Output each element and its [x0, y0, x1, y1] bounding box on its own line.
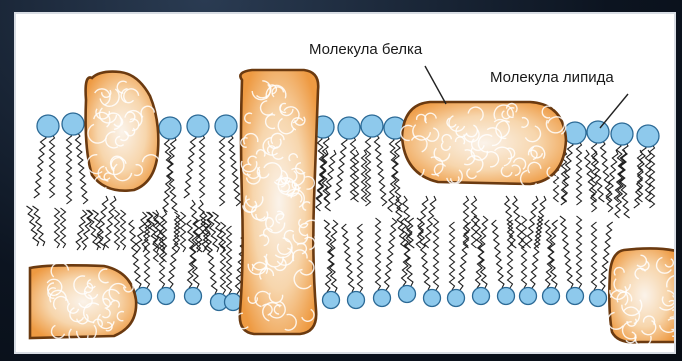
lipid-tail: [385, 218, 397, 290]
lipid-head: [62, 113, 84, 135]
lipid-tail: [614, 150, 626, 202]
lipid-tail: [472, 196, 477, 248]
lipid-head: [348, 292, 365, 309]
lipid-tail: [121, 210, 126, 250]
lipid-tail: [335, 136, 347, 200]
lipid-tail: [165, 136, 178, 212]
lipid-tail: [492, 220, 504, 288]
lipid-tail: [316, 150, 328, 202]
lipid-head: [473, 288, 490, 305]
lipid-head: [399, 286, 416, 303]
lipid-tail: [424, 196, 436, 248]
lipid-tail: [187, 220, 199, 288]
lipid-tail: [324, 150, 336, 202]
lipid-tail: [434, 218, 439, 290]
lipid-tail: [577, 141, 582, 205]
lipid-head: [590, 290, 607, 307]
lipid-head: [185, 288, 202, 305]
lipid-tail: [354, 150, 359, 202]
lipid-label: Молекула липида: [490, 69, 614, 86]
lipid-tail: [229, 134, 241, 206]
lipid-head: [520, 288, 537, 305]
protein-pointer-line: [425, 66, 446, 104]
lipid-tail: [390, 136, 403, 212]
lipid-tail: [358, 224, 363, 292]
lipid-tail: [93, 210, 105, 250]
protein-fibril: [673, 283, 682, 299]
lipid-head: [448, 290, 465, 307]
lipid-tail: [522, 216, 527, 288]
lipid-tail: [617, 142, 630, 218]
lipid-tail: [476, 216, 488, 288]
lipid-head: [338, 117, 360, 139]
lipid-tail: [200, 134, 205, 198]
lipid-tail: [376, 218, 381, 290]
lipid-tail: [531, 216, 543, 288]
lipid-head: [564, 122, 586, 144]
lipid-head: [587, 121, 609, 143]
lipid-tail: [184, 134, 196, 198]
lipid-head: [361, 115, 383, 137]
lipid-tail: [115, 210, 120, 250]
lipid-tail: [560, 216, 573, 288]
lipid-head: [498, 288, 515, 305]
lipid-head: [225, 294, 242, 311]
lipid-tail: [577, 216, 582, 288]
lipid-tail: [33, 206, 45, 246]
lipid-tail: [34, 134, 46, 198]
lipid-tail: [169, 216, 181, 288]
lipid-tail: [227, 226, 232, 294]
lipid-head: [424, 290, 441, 307]
lipid-tail: [220, 134, 225, 206]
protein-label: Молекула белка: [309, 41, 423, 58]
lipid-tail: [76, 210, 87, 250]
lipid-head: [37, 115, 59, 137]
lipid-tail: [67, 132, 72, 204]
lipid-head: [543, 288, 560, 305]
lipid-head: [187, 115, 209, 137]
lipid-head: [323, 292, 340, 309]
lipid-tail: [104, 196, 116, 248]
lipid-heads-lower-layer: [135, 286, 607, 311]
lipid-tail: [55, 208, 60, 248]
lipid-tail: [129, 220, 141, 288]
lipid-tail: [61, 208, 66, 248]
lipid-head: [637, 125, 659, 147]
lipid-tail: [50, 134, 55, 198]
lipid-tail: [196, 212, 207, 252]
lipid-head: [215, 115, 237, 137]
lipid-tail: [181, 212, 186, 252]
lipid-head: [567, 288, 584, 305]
lipid-head: [159, 117, 181, 139]
lipid-tail: [96, 196, 108, 248]
lipid-tail: [342, 224, 354, 292]
lipid-tail: [326, 220, 338, 292]
lipid-head: [374, 290, 391, 307]
lipid-tail: [375, 134, 387, 206]
lipid-head: [158, 288, 175, 305]
lipid-tail: [592, 222, 597, 290]
lipid-tail: [545, 220, 557, 288]
lipid-tail: [450, 222, 455, 290]
lipid-head: [611, 123, 633, 145]
